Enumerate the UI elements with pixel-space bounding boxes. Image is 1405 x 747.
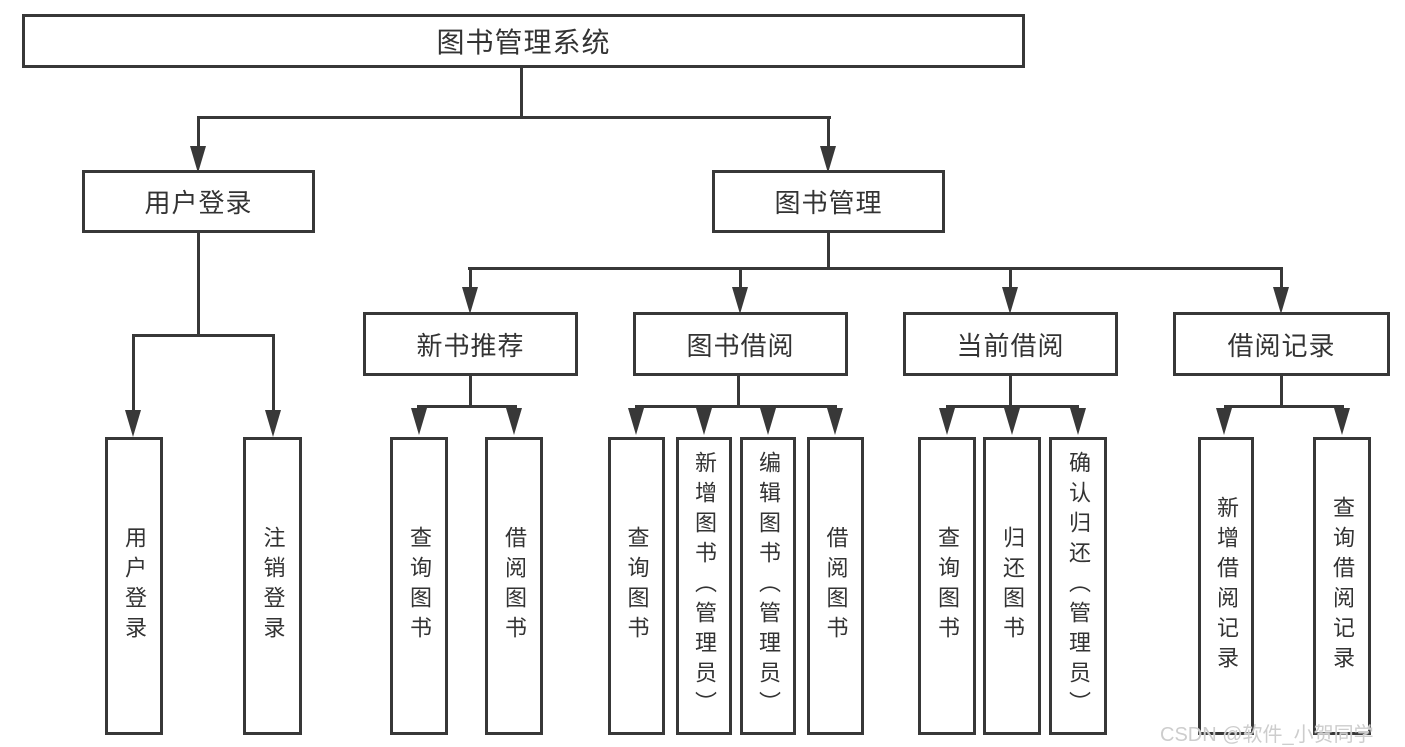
connector-line — [827, 116, 830, 147]
leaf-borrow-books: 借阅图书 — [807, 437, 864, 735]
arrow-down-icon — [411, 408, 427, 435]
arrow-down-icon — [696, 408, 712, 435]
connector-line — [469, 374, 472, 408]
arrow-down-icon — [1216, 408, 1232, 435]
arrow-down-icon — [820, 146, 836, 173]
leaf-query-books-recommend: 查询图书 — [390, 437, 448, 735]
connector-line — [132, 334, 275, 337]
watermark: CSDN @软件_小贺同学 — [1160, 724, 1374, 746]
node-book-borrow: 图书借阅 — [633, 312, 848, 376]
connector-line — [197, 231, 200, 336]
leaf-return-books: 归还图书 — [983, 437, 1041, 735]
connector-line — [132, 334, 135, 412]
arrow-down-icon — [1002, 287, 1018, 314]
arrow-down-icon — [732, 287, 748, 314]
leaf-borrow-books-recommend: 借阅图书 — [485, 437, 543, 735]
arrow-down-icon — [628, 408, 644, 435]
arrow-down-icon — [190, 146, 206, 173]
connector-line — [1280, 267, 1283, 288]
leaf-add-books-admin: 新增图书（管理员） — [676, 437, 732, 735]
connector-line — [417, 405, 517, 408]
arrow-down-icon — [827, 408, 843, 435]
arrow-down-icon — [462, 287, 478, 314]
connector-line — [635, 405, 837, 408]
arrow-down-icon — [1070, 408, 1086, 435]
connector-line — [520, 66, 523, 119]
leaf-query-books-borrow: 查询图书 — [608, 437, 665, 735]
connector-line — [469, 267, 472, 288]
leaf-logout: 注销登录 — [243, 437, 302, 735]
connector-line — [827, 231, 830, 269]
arrow-down-icon — [506, 408, 522, 435]
connector-line — [1009, 374, 1012, 408]
leaf-confirm-return-admin: 确认归还（管理员） — [1049, 437, 1107, 735]
node-user-login: 用户登录 — [82, 170, 315, 233]
arrow-down-icon — [125, 410, 141, 437]
leaf-query-borrow-record: 查询借阅记录 — [1313, 437, 1371, 735]
leaf-edit-books-admin: 编辑图书（管理员） — [740, 437, 796, 735]
connector-line — [468, 267, 1283, 270]
connector-line — [1224, 405, 1344, 408]
connector-line — [272, 334, 275, 412]
connector-line — [197, 116, 200, 147]
connector-line — [946, 405, 1079, 408]
leaf-add-borrow-record: 新增借阅记录 — [1198, 437, 1254, 735]
node-borrow-record: 借阅记录 — [1173, 312, 1390, 376]
leaf-query-books-current: 查询图书 — [918, 437, 976, 735]
leaf-user-login: 用户登录 — [105, 437, 163, 735]
connector-line — [737, 374, 740, 408]
connector-line — [739, 267, 742, 288]
node-current-borrow: 当前借阅 — [903, 312, 1118, 376]
arrow-down-icon — [1334, 408, 1350, 435]
node-book-management: 图书管理 — [712, 170, 945, 233]
node-root: 图书管理系统 — [22, 14, 1025, 68]
node-new-book-recommend: 新书推荐 — [363, 312, 578, 376]
arrow-down-icon — [1004, 408, 1020, 435]
connector-line — [197, 116, 831, 119]
arrow-down-icon — [1273, 287, 1289, 314]
arrow-down-icon — [760, 408, 776, 435]
arrow-down-icon — [939, 408, 955, 435]
connector-line — [1280, 374, 1283, 408]
connector-line — [1009, 267, 1012, 288]
arrow-down-icon — [265, 410, 281, 437]
